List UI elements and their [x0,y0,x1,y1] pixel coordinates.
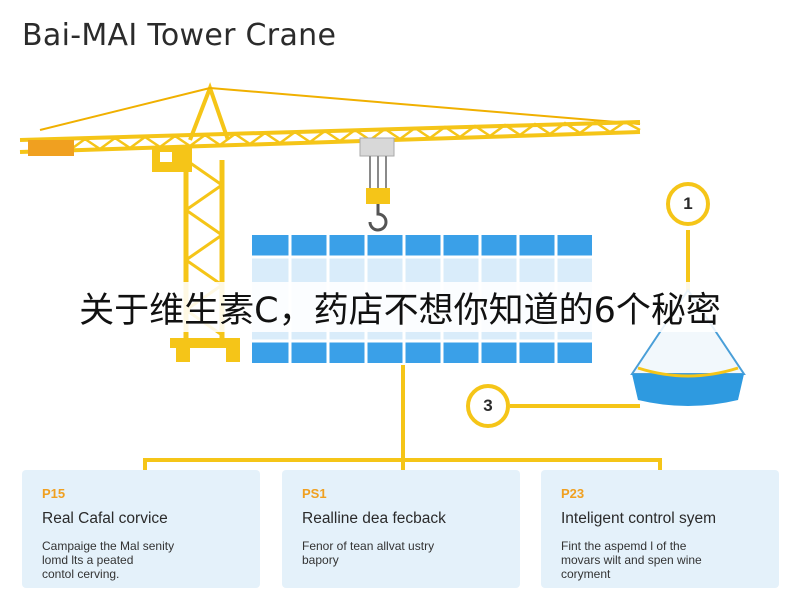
card-code: P23 [561,486,585,501]
counterweight [28,140,74,156]
card-code: P15 [42,486,66,501]
crane-jib [19,120,641,154]
step-badge-3: 3 [466,384,510,428]
crane-hook [359,137,395,232]
caption-banner: 关于维生素C，药店不想你知道的6个秘密 [0,282,800,332]
card-heading: Realline dea fecback [302,510,446,527]
card-heading: Real Cafal corvice [42,510,168,527]
caption-text: 关于维生素C，药店不想你知道的6个秘密 [79,290,721,331]
page-title: Bai-MAI Tower Crane [22,18,337,53]
card-code: PS1 [302,486,327,501]
card-body: Fint the aspemd l of the movars wilt and… [561,539,702,581]
step-badge-1: 1 [666,182,710,226]
card-body: Campaige the Mal senity lomd lts a peate… [42,539,175,581]
card-heading: Inteligent control syem [561,510,717,527]
crane-tie-lines [39,87,641,131]
bucket-shape [630,288,746,406]
card-body: Fenor of tean allvat ustry bapory [302,539,435,567]
step-badge-label: 1 [683,194,693,213]
feature-card-p23: P23 Inteligent control syem Fint the asp… [541,470,779,588]
step-badge-label: 3 [483,396,493,415]
crane-base [170,338,240,362]
feature-card-ps1: PS1 Realline dea fecback Fenor of tean a… [282,470,520,588]
feature-card-p15: P15 Real Cafal corvice Campaige the Mal … [22,470,260,588]
